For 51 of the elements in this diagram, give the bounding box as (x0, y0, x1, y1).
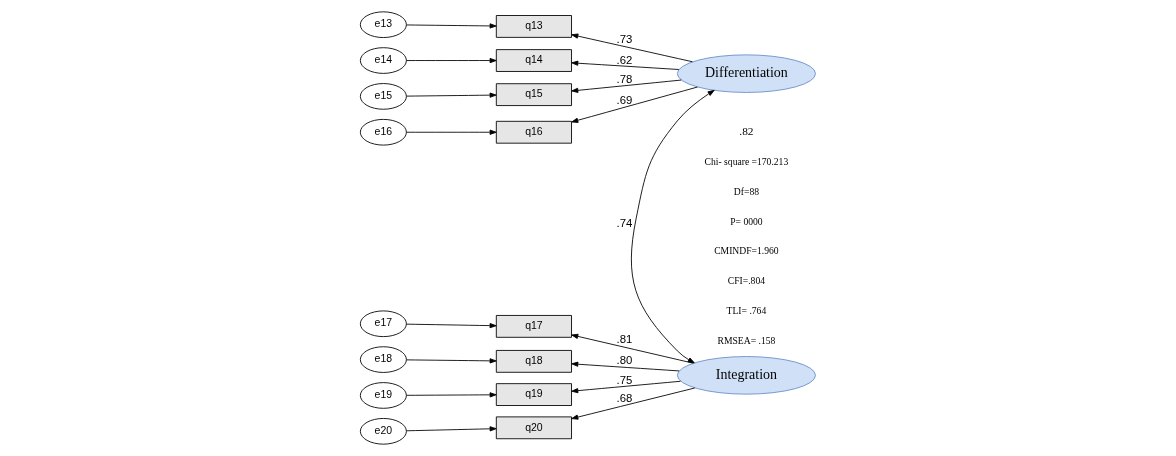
arrow (406, 92, 497, 98)
arrow (571, 79, 682, 93)
edge-label: .74 (616, 217, 633, 230)
arrow (406, 129, 497, 135)
node-ellipse: e16 (359, 118, 407, 146)
node-ellipse: Differentiation (676, 54, 816, 93)
label: CMINDF=1.960 (714, 245, 779, 257)
edge-label: .80 (616, 354, 633, 367)
node-box: q17 (495, 315, 572, 338)
label: P= 0000 (730, 215, 763, 227)
arrow (571, 387, 696, 420)
edge-label: .68 (616, 391, 633, 404)
label: Df=88 (733, 186, 760, 198)
node-ellipse: e14 (359, 47, 407, 74)
arrow (571, 86, 698, 123)
edge-label: .78 (616, 72, 633, 85)
arrow (630, 89, 715, 364)
edge-label: .75 (616, 373, 633, 386)
node-ellipse: e18 (359, 346, 407, 373)
node-box: q13 (495, 15, 572, 38)
label: CFI=.804 (727, 275, 766, 287)
node-ellipse: e20 (359, 418, 407, 445)
node-box: q16 (495, 120, 572, 144)
label: .82 (739, 125, 754, 138)
node-ellipse: e19 (359, 382, 407, 409)
node-ellipse: e15 (359, 83, 407, 110)
label: TLI= .764 (726, 304, 767, 316)
edge-label: .73 (616, 33, 633, 46)
arrow (571, 333, 694, 364)
edge-label: .69 (616, 93, 633, 106)
arrow (571, 60, 680, 70)
arrow (406, 57, 497, 64)
node-box: q14 (495, 49, 572, 72)
node-ellipse: e13 (359, 11, 407, 38)
arrow (571, 33, 693, 63)
node-box: q20 (495, 416, 572, 440)
node-box: q18 (495, 350, 572, 373)
label: RMSEA= .158 (717, 334, 776, 346)
arrow (406, 23, 497, 29)
arrow (571, 361, 680, 372)
edge-label: .81 (616, 333, 633, 346)
node-ellipse: e17 (359, 310, 407, 338)
arrow (406, 392, 497, 398)
arrow (406, 426, 497, 432)
arrow (406, 358, 497, 364)
edge-label: .62 (616, 53, 633, 66)
arrow (406, 323, 497, 329)
node-box: q15 (495, 83, 572, 106)
node-box: q19 (495, 383, 572, 406)
label: Chi- square =170.213 (704, 156, 789, 168)
arrow (571, 380, 681, 394)
